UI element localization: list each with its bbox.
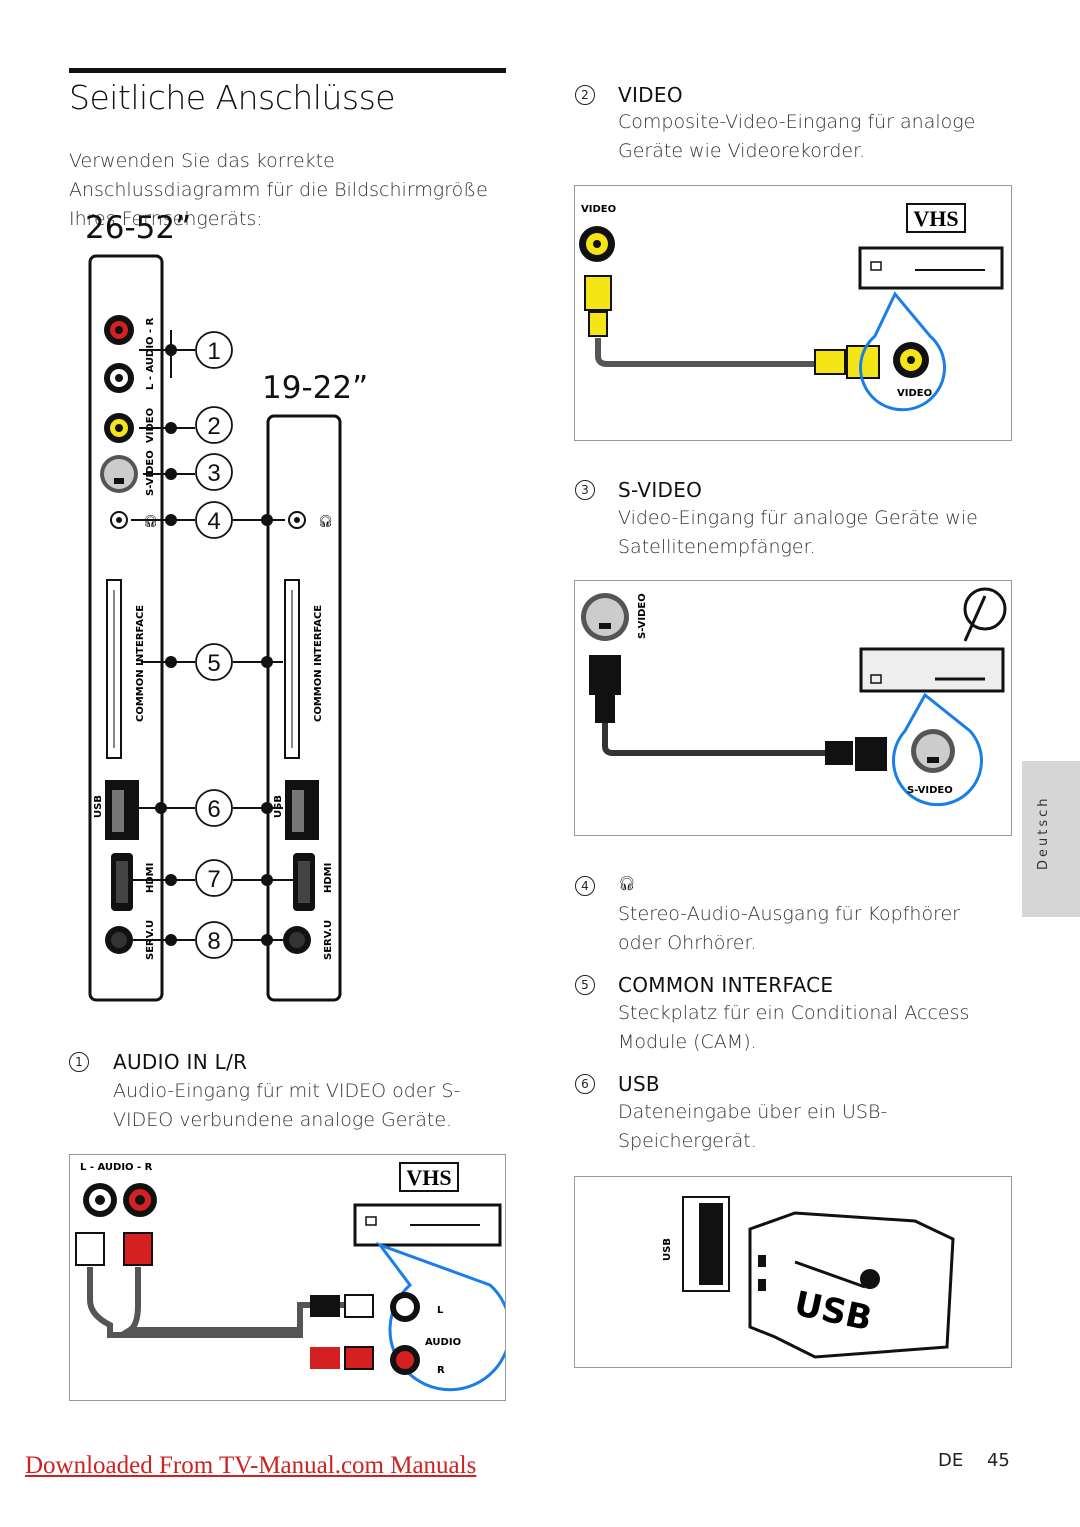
- label-usb: USB: [93, 795, 104, 818]
- usb-diagram-box: USB USB: [574, 1176, 1012, 1368]
- section-6-heading: USB: [618, 1072, 660, 1096]
- connector-panel-diagram: L - AUDIO - R VIDEO S-VIDEO 🎧︎ COMMON IN…: [88, 254, 342, 1002]
- svg-text:SERV.U: SERV.U: [323, 920, 334, 960]
- footer-language: DE: [938, 1450, 964, 1471]
- section-3-body: Video-Eingang für analoge Geräte wie Sat…: [618, 507, 978, 558]
- svg-text:COMMON INTERFACE: COMMON INTERFACE: [313, 605, 324, 722]
- section-3-number: 3: [575, 480, 595, 500]
- vhs-logo-audio: VHS: [406, 1165, 451, 1190]
- svg-text:USB: USB: [662, 1238, 673, 1261]
- size-small-label: 19-22”: [262, 370, 369, 406]
- section-3-heading: S-VIDEO: [618, 478, 703, 502]
- section-6-body: Dateneingabe über ein USB-Speichergerät.: [618, 1101, 888, 1152]
- section-5-heading: COMMON INTERFACE: [618, 973, 834, 997]
- svideo-diagram-box: S-VIDEO S-VIDEO: [574, 580, 1012, 836]
- section-2-number: 2: [575, 85, 595, 105]
- svg-text:HDMI: HDMI: [323, 863, 334, 893]
- section-2-heading: VIDEO: [618, 83, 683, 107]
- language-side-label: Deutsch: [1036, 795, 1051, 870]
- svg-text:USB: USB: [273, 795, 284, 818]
- callout-6: 6: [207, 796, 220, 823]
- video-diagram-box: VIDEO VHS VIDEO: [574, 185, 1012, 441]
- section-5-body: Steckplatz für ein Conditional Access Mo…: [618, 1002, 970, 1053]
- section-2-body: Composite-Video-Eingang für analoge Gerä…: [618, 111, 976, 162]
- label-video: VIDEO: [145, 408, 156, 443]
- svg-text:L: L: [437, 1305, 444, 1316]
- panel-small: [266, 414, 342, 1002]
- section-5-number: 5: [575, 975, 595, 995]
- callout-4: 4: [207, 508, 220, 535]
- size-large-label: 26-52”: [85, 210, 192, 246]
- section-1-heading: AUDIO IN L/R: [113, 1050, 248, 1074]
- section-1-body: Audio-Eingang für mit VIDEO oder S-VIDEO…: [113, 1080, 461, 1131]
- headphone-icon: 🎧︎: [618, 876, 636, 892]
- svg-text:AUDIO: AUDIO: [425, 1337, 461, 1348]
- page-title: Seitliche Anschlüsse: [69, 78, 396, 117]
- page-number: 45: [986, 1450, 1010, 1471]
- svg-text:S-VIDEO: S-VIDEO: [637, 593, 648, 639]
- label-audio: L - AUDIO - R: [145, 317, 156, 390]
- callout-2: 2: [207, 413, 220, 440]
- intro-text: Verwenden Sie das korrekte Anschlussdiag…: [69, 150, 488, 230]
- callout-7: 7: [207, 866, 220, 893]
- svg-text:R: R: [437, 1365, 445, 1376]
- section-4-body: Stereo-Audio-Ausgang für Kopfhörer oder …: [618, 903, 960, 954]
- audio-diagram-label: L - AUDIO - R: [80, 1162, 153, 1173]
- section-4-number: 4: [575, 876, 595, 896]
- section-6-number: 6: [575, 1074, 595, 1094]
- satellite-receiver: [859, 647, 1005, 693]
- usb-stick: [748, 1211, 955, 1359]
- download-link[interactable]: Downloaded From TV-Manual.com Manuals: [25, 1452, 477, 1479]
- language-side-tab: [1022, 761, 1080, 917]
- label-hdmi: HDMI: [145, 863, 156, 893]
- vcr-device-video: [858, 246, 1004, 290]
- callout-5: 5: [207, 650, 220, 677]
- svg-text:S-VIDEO: S-VIDEO: [907, 785, 953, 796]
- label-ci: COMMON INTERFACE: [135, 605, 146, 722]
- audio-diagram-box: L - AUDIO - R VHS L AUDIO R: [69, 1154, 512, 1401]
- page-footer: DE 45: [938, 1450, 1010, 1471]
- section-1-number: 1: [69, 1052, 89, 1072]
- svg-text:VIDEO: VIDEO: [581, 204, 616, 215]
- svg-text:VIDEO: VIDEO: [897, 388, 932, 399]
- callout-3: 3: [207, 460, 220, 487]
- title-rule: [69, 68, 506, 73]
- svg-text:🎧︎: 🎧︎: [318, 514, 333, 528]
- callout-1: 1: [207, 338, 220, 365]
- svg-text:VHS: VHS: [913, 206, 958, 231]
- callout-8: 8: [207, 928, 220, 955]
